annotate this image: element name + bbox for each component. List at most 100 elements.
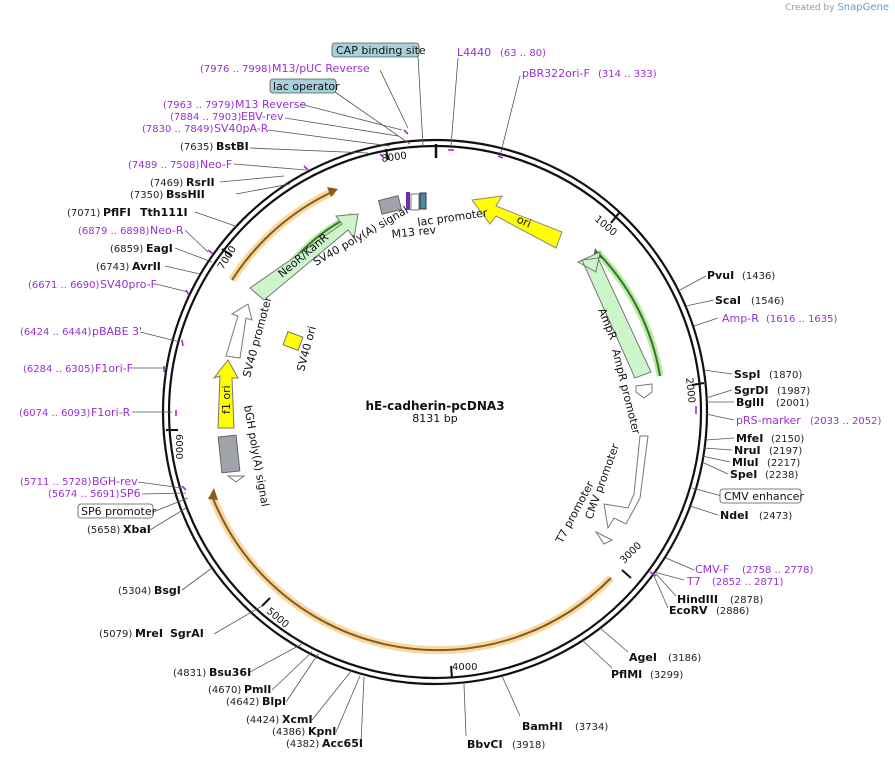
site-blpi[interactable]: BlpI [262,695,286,708]
site-tth111i[interactable]: Tth111I [140,206,188,219]
site-spei[interactable]: SpeI [730,468,757,481]
kpni-leader [335,675,361,733]
site-mfei[interactable]: MfeI [736,432,763,445]
site-bsgi-pos: (5304) [118,586,151,597]
hindiii-leader [655,573,677,597]
site-pflfi[interactable]: PflFI [103,206,131,219]
site-xcmi[interactable]: XcmI [282,713,313,726]
site-avrii[interactable]: AvrII [132,260,161,273]
primer-bgh-rev[interactable]: BGH-rev [92,475,138,488]
site-blpi-pos: (4642) [226,697,259,708]
primer-t7[interactable]: T7 [686,575,701,588]
site-scai[interactable]: ScaI [715,294,741,307]
primer-m13-reverse[interactable]: M13 Reverse [235,98,306,111]
neor-kanr-arrow [249,213,359,301]
primer-neo-f-range: (7489 .. 7508) [128,160,200,171]
site-bsu36i[interactable]: Bsu36I [209,666,251,679]
site-bstbi[interactable]: BstBI [216,140,249,153]
t7-promoter-arrow [594,530,614,545]
primer-prs-marker[interactable]: pRS-marker [736,414,801,427]
snapgene-brand: SnapGene [837,2,889,13]
f1-ori-label: f1 ori [220,385,233,414]
pflfi-leader [194,211,239,228]
neor-mark [207,249,214,255]
tick-1000-mark [610,212,620,224]
primer-f1ori-r[interactable]: F1ori-R [91,406,131,419]
site-nrui[interactable]: NruI [734,444,761,457]
eagi-leader [174,247,213,263]
neo-orange-arc [231,190,335,281]
bsgi-leader [181,567,213,591]
site-mlui[interactable]: MluI [732,456,759,469]
bgh-polya-tail [226,475,246,483]
site-pmli[interactable]: PmlI [244,683,271,696]
primer-m13-puc-reverse-range: (7976 .. 7998) [200,64,272,75]
prs-leader [705,413,735,421]
primer-ampr[interactable]: Amp-R [722,312,759,325]
primer-l4440[interactable]: L4440 [457,46,491,59]
tick-4000-mark [450,665,453,679]
ori-label: ori [515,213,533,231]
site-bsgi[interactable]: BsgI [154,584,181,597]
primer-sp6[interactable]: SP6 [120,487,141,500]
primer-sp6-range: (5674 .. 5691) [48,489,120,500]
primer-f1ori-f[interactable]: F1ori-F [95,362,133,375]
primer-t7-range: (2852 .. 2871) [712,577,784,588]
site-sgrdi[interactable]: SgrDI [734,384,768,397]
sp6-promoter-label[interactable]: SP6 promoter [81,505,157,518]
bsshii-leader [235,183,291,195]
site-ndei[interactable]: NdeI [720,509,749,522]
primer-sv40pro-f[interactable]: SV40pro-F [100,278,157,291]
primer-pbr322ori[interactable]: pBR322ori-F [522,67,590,80]
insert-arc [211,495,612,652]
site-xbai[interactable]: XbaI [123,523,151,536]
site-bbvci[interactable]: BbvCI [467,738,503,751]
primer-pbabe-range: (6424 .. 6444) [20,327,92,338]
site-bsshii[interactable]: BssHII [166,188,205,201]
site-kpni[interactable]: KpnI [308,725,336,738]
site-bstbi-pos: (7635) [180,142,213,153]
ori-arrow [471,195,563,249]
site-bglii[interactable]: BglII [736,396,764,409]
cap-box [419,192,427,210]
site-acc65i[interactable]: Acc65I [322,737,363,750]
m13rev-leader [299,103,403,131]
site-bbvci-pos: (3918) [512,740,545,751]
cmv-enhancer-label[interactable]: CMV enhancer [724,490,804,503]
primer-sv40pa-r-range: (7830 .. 7849) [142,124,214,135]
pflmi-leader [581,639,613,669]
rsrii-leader [219,175,285,183]
site-scai-pos: (1546) [751,296,784,307]
site-sspi[interactable]: SspI [734,368,760,381]
primer-pbabe[interactable]: pBABE 3' [92,325,142,338]
site-rsrii[interactable]: RsrII [186,176,215,189]
primer-sv40pa-r[interactable]: SV40pA-R [214,122,269,135]
site-hindiii[interactable]: HindIII [677,593,718,606]
cap-binding-site-label[interactable]: CAP binding site [336,44,426,57]
site-bglii-pos: (2001) [776,398,809,409]
primer-neo-r[interactable]: Neo-R [150,224,184,237]
site-ecorv[interactable]: EcoRV [669,604,708,617]
neof-mark [303,165,309,171]
primer-cmvf[interactable]: CMV-F [695,563,729,576]
tick-6000: 6000 [173,434,184,459]
site-pvui[interactable]: PvuI [707,269,734,282]
primer-m13-puc-reverse[interactable]: M13/pUC Reverse [272,62,370,75]
sv40pro-leader [155,283,189,293]
site-eagi[interactable]: EagI [146,242,173,255]
site-mrei[interactable]: MreI [135,627,163,640]
site-agei-pos: (3186) [668,653,701,664]
site-agei[interactable]: AgeI [629,651,657,664]
cmv-promoter-arrow [603,435,649,530]
lac-operator-label[interactable]: lac operator [273,80,340,93]
center-title: hE-cadherin-pcDNA3 8131 bp [365,399,504,425]
bbvci-leader [463,683,467,737]
site-bamhi[interactable]: BamHI [522,720,563,733]
ticks: 1000 2000 3000 4000 5000 6000 7000 8000 [166,144,705,679]
site-sgrai[interactable]: SgrAI [170,627,204,640]
primer-neo-f[interactable]: Neo-F [200,158,232,171]
primer-ebv-rev[interactable]: EBV-rev [241,110,284,123]
site-pflmi[interactable]: PflMI [611,668,642,681]
bsu36i-leader [249,643,303,673]
lac-promoter-box [410,193,420,211]
